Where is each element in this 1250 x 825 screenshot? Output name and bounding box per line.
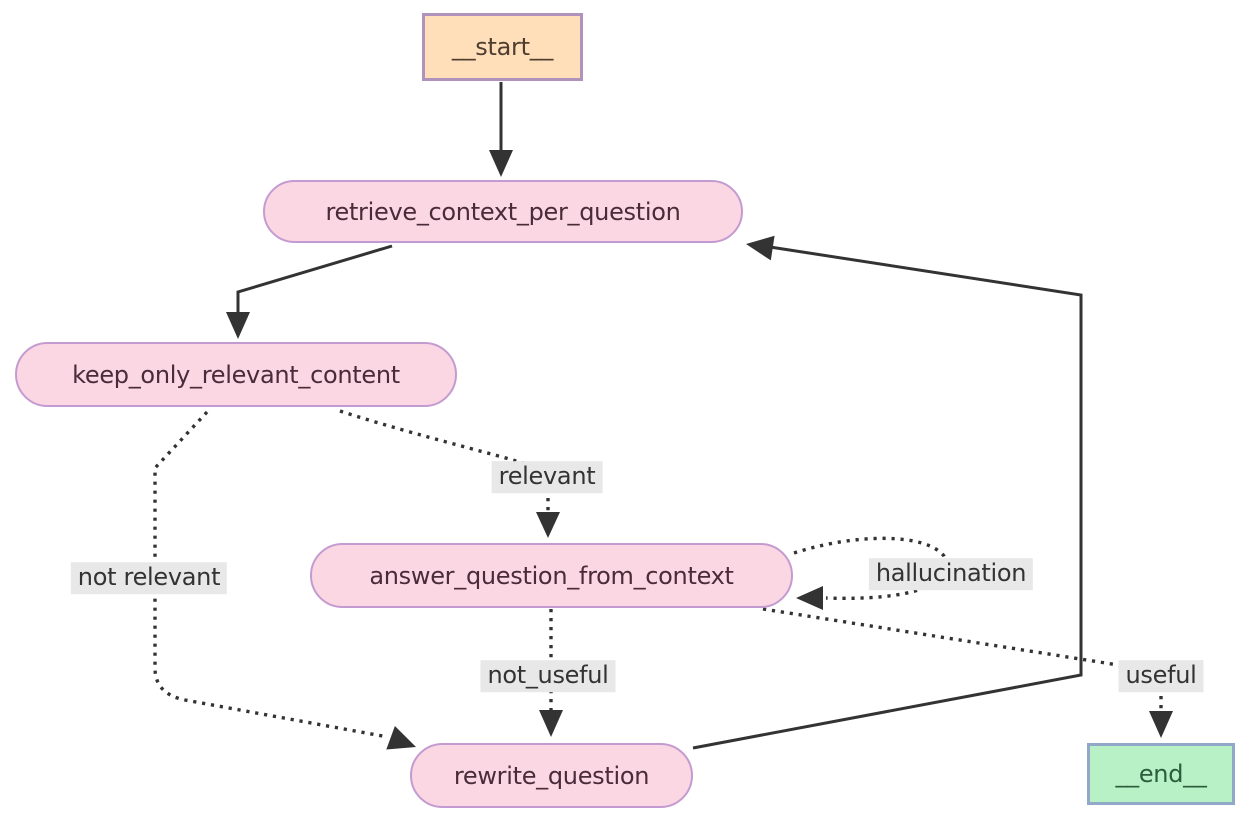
edge-start-to-retrieve — [489, 82, 513, 177]
edge-answer-to-end — [762, 607, 1173, 738]
edge-answer-self-loop — [793, 536, 948, 610]
edge-label-not-relevant: not relevant — [70, 562, 228, 594]
edge-label-not-useful: not_useful — [480, 660, 616, 692]
edge-keep-to-rewrite — [153, 410, 416, 750]
edge-answer-to-rewrite — [539, 609, 563, 737]
edge-rewrite-to-retrieve — [692, 235, 1083, 750]
edge-label-relevant: relevant — [491, 461, 603, 493]
node-keep-only-relevant-content: keep_only_relevant_content — [15, 342, 457, 407]
node-end: __end__ — [1087, 743, 1235, 805]
edge-keep-to-answer — [339, 409, 560, 538]
edge-label-hallucination: hallucination — [868, 558, 1034, 590]
node-rewrite-question: rewrite_question — [410, 743, 693, 808]
node-answer-question-from-context: answer_question_from_context — [310, 543, 793, 608]
node-start: __start__ — [422, 13, 583, 81]
node-retrieve-context-per-question: retrieve_context_per_question — [263, 180, 743, 243]
edge-label-useful: useful — [1118, 660, 1204, 692]
edge-retrieve-to-keep — [226, 244, 393, 339]
